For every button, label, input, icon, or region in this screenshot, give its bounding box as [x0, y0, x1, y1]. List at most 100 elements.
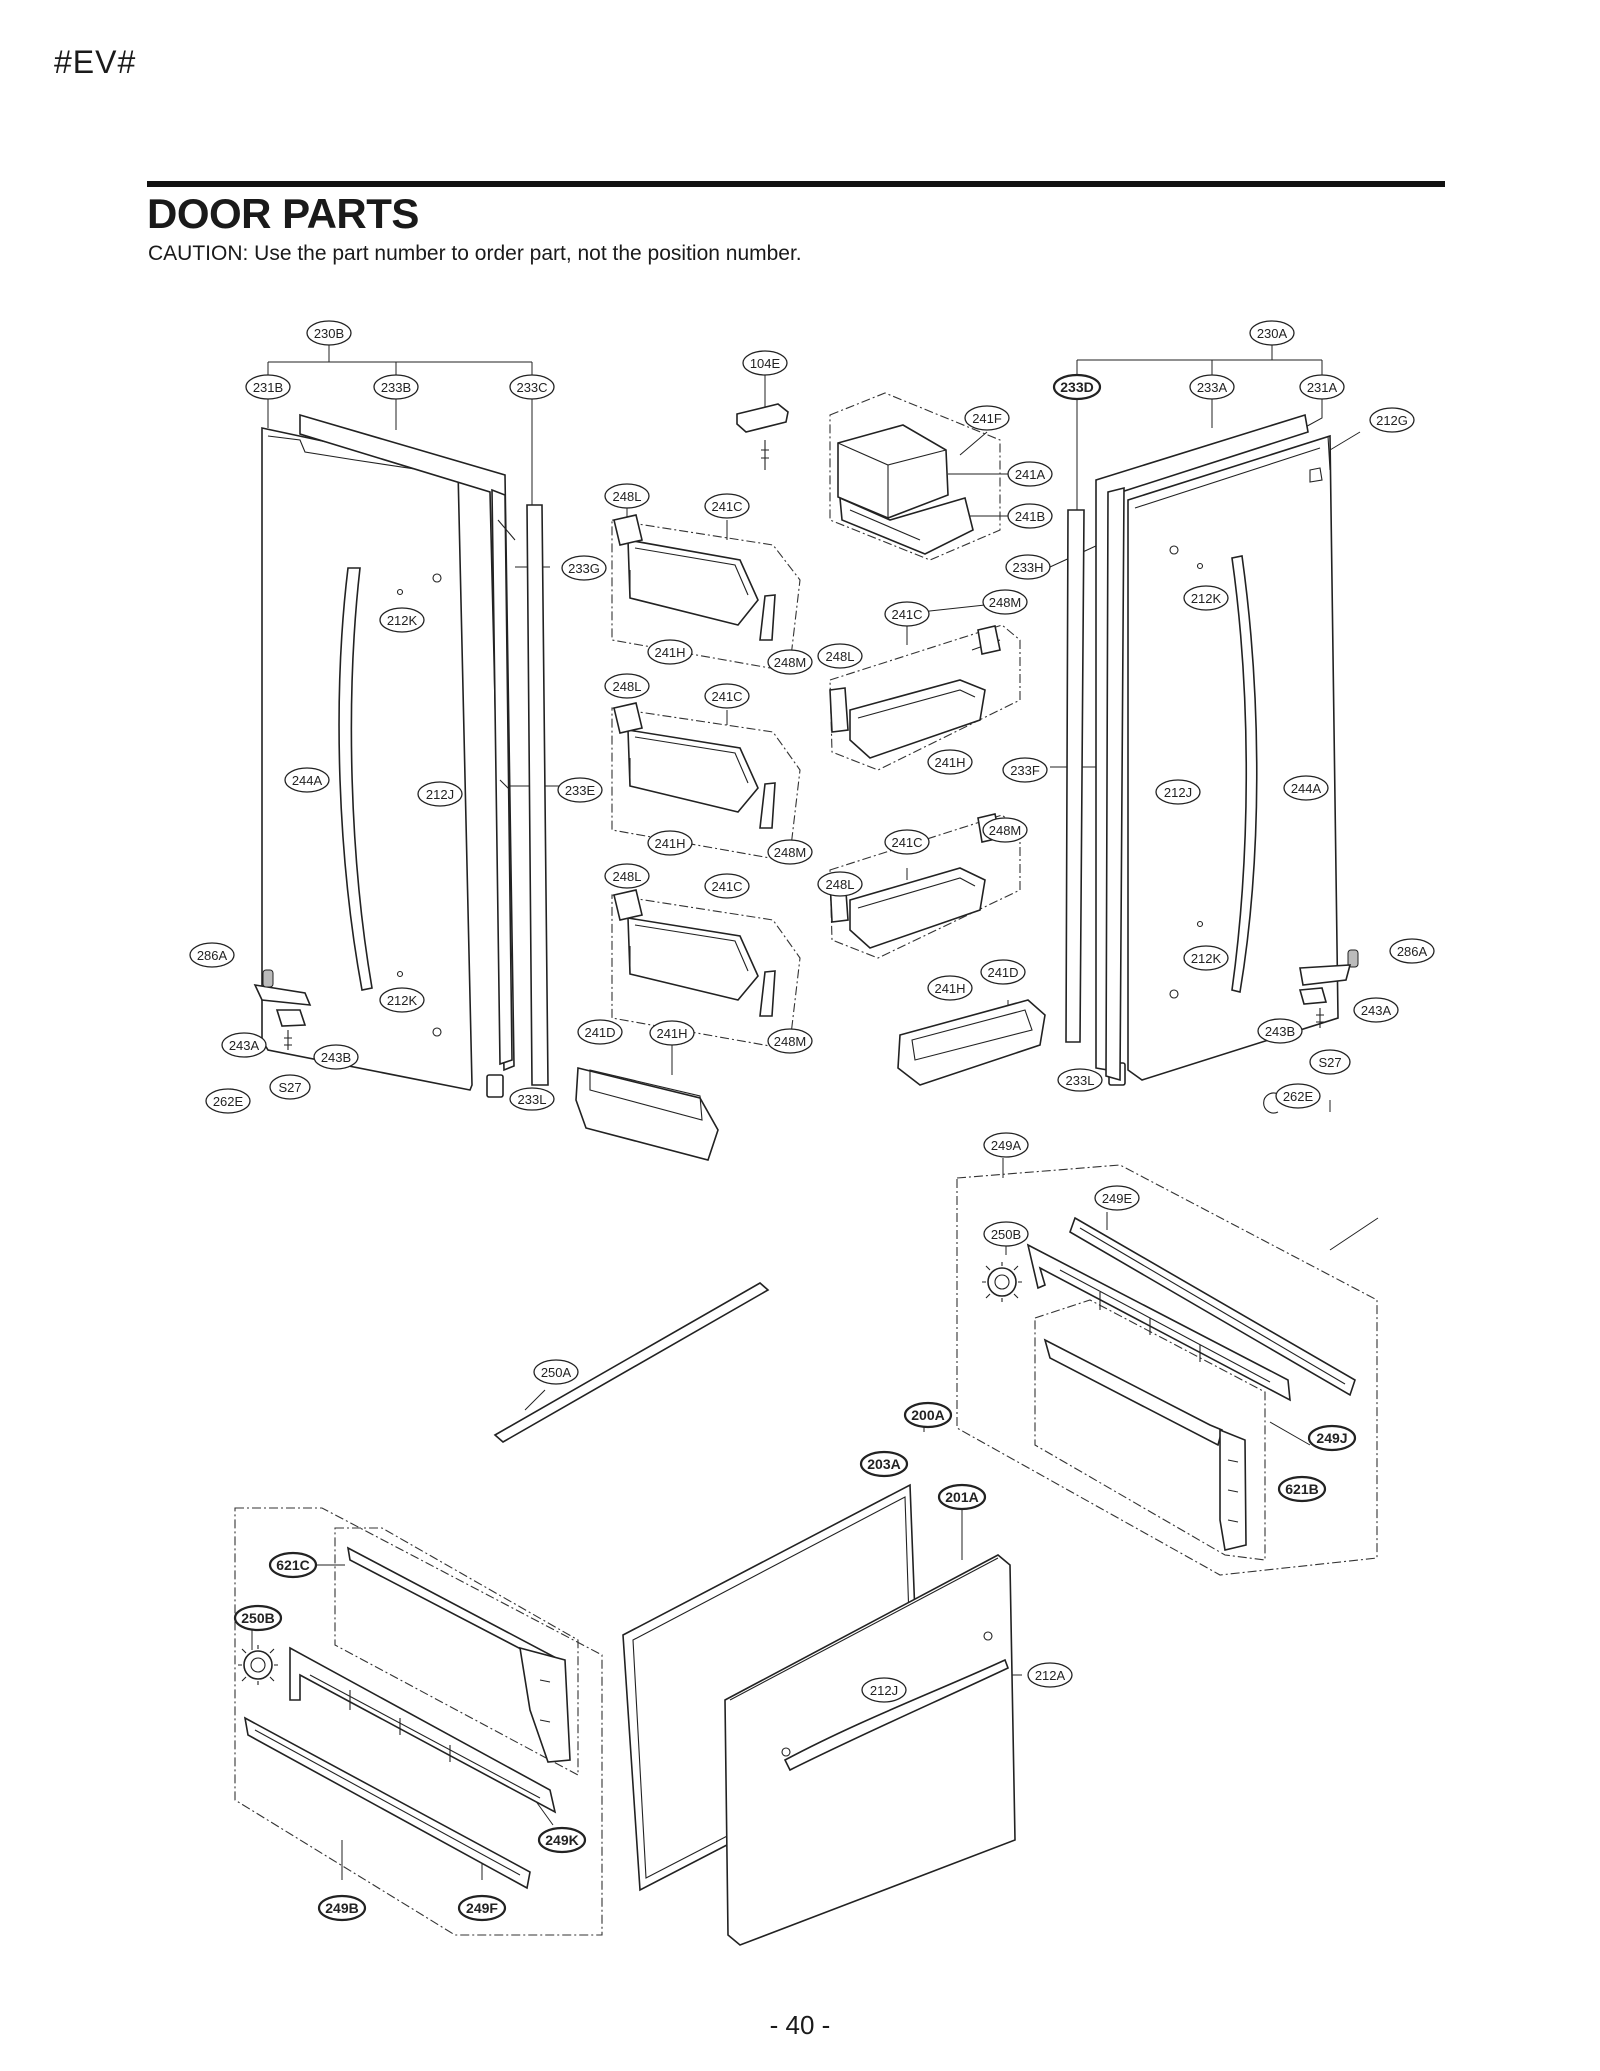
svg-text:104E: 104E	[750, 356, 781, 371]
svg-text:248L: 248L	[613, 679, 642, 694]
position-labels: 230B 231B 233B 233C 104E 241F 241A 241B …	[189, 320, 1435, 1922]
label-241c-1: 241C	[704, 493, 750, 519]
svg-text:243A: 243A	[229, 1038, 260, 1053]
svg-text:241C: 241C	[891, 607, 922, 622]
caution-note: CAUTION: Use the part number to order pa…	[148, 242, 802, 265]
svg-text:203A: 203A	[867, 1456, 900, 1472]
svg-text:243B: 243B	[1265, 1024, 1295, 1039]
svg-text:212A: 212A	[1035, 1668, 1066, 1683]
label-241c-4: 241C	[884, 829, 930, 855]
label-231a: 231A	[1299, 374, 1345, 400]
svg-text:241H: 241H	[934, 755, 965, 770]
page-number: - 40 -	[769, 2010, 831, 2040]
dairy-bin-241f	[837, 424, 974, 555]
svg-text:262E: 262E	[213, 1094, 244, 1109]
svg-text:212J: 212J	[426, 787, 454, 802]
svg-text:233L: 233L	[518, 1092, 547, 1107]
label-241c-2: 241C	[884, 601, 930, 627]
label-230b: 230B	[306, 320, 352, 346]
svg-text:233B: 233B	[381, 380, 411, 395]
label-203a: 203A	[859, 1450, 909, 1478]
label-250b-2: 250B	[233, 1604, 283, 1632]
label-233l-2: 233L	[1057, 1068, 1103, 1092]
svg-text:S27: S27	[1318, 1055, 1341, 1070]
label-233f: 233F	[1002, 757, 1048, 783]
svg-text:621C: 621C	[276, 1557, 309, 1573]
left-hinge	[225, 969, 312, 1110]
label-s27-1: S27	[269, 1074, 311, 1100]
svg-text:241C: 241C	[891, 835, 922, 850]
label-212k-4: 212K	[1183, 945, 1229, 971]
svg-text:231A: 231A	[1307, 380, 1338, 395]
svg-text:233G: 233G	[568, 561, 600, 576]
label-248m-2: 248M	[982, 589, 1028, 615]
label-241h-5: 241H	[649, 1020, 695, 1046]
svg-text:250B: 250B	[241, 1610, 274, 1626]
svg-text:249A: 249A	[991, 1138, 1022, 1153]
label-243b-2: 243B	[1257, 1018, 1303, 1044]
label-243a-2: 243A	[1353, 997, 1399, 1023]
label-s27-2: S27	[1309, 1049, 1351, 1075]
svg-text:249B: 249B	[325, 1900, 358, 1916]
svg-text:212K: 212K	[387, 993, 418, 1008]
svg-text:241C: 241C	[711, 499, 742, 514]
label-249e: 249E	[1094, 1185, 1140, 1211]
svg-text:243B: 243B	[321, 1050, 351, 1065]
label-212g: 212G	[1369, 407, 1415, 433]
svg-text:233A: 233A	[1197, 380, 1228, 395]
label-262e-1: 262E	[205, 1088, 251, 1114]
svg-text:241H: 241H	[654, 645, 685, 660]
svg-text:S27: S27	[278, 1080, 301, 1095]
label-286a-1: 286A	[189, 942, 235, 968]
label-233a: 233A	[1189, 374, 1235, 400]
label-249a: 249A	[983, 1132, 1029, 1158]
svg-text:212J: 212J	[870, 1683, 898, 1698]
svg-text:262E: 262E	[1283, 1089, 1314, 1104]
label-212j-2: 212J	[1155, 779, 1201, 805]
svg-text:241H: 241H	[654, 836, 685, 851]
svg-text:250A: 250A	[541, 1365, 572, 1380]
svg-text:248M: 248M	[774, 655, 807, 670]
svg-text:201A: 201A	[945, 1489, 978, 1505]
svg-text:248M: 248M	[774, 1034, 807, 1049]
label-231b: 231B	[245, 374, 291, 400]
label-212j-3: 212J	[861, 1677, 907, 1703]
right-door	[1065, 413, 1339, 1082]
svg-text:248M: 248M	[989, 823, 1022, 838]
svg-text:248M: 248M	[989, 595, 1022, 610]
svg-text:241H: 241H	[934, 981, 965, 996]
label-250b-1: 250B	[983, 1221, 1029, 1247]
label-233g: 233G	[561, 555, 607, 581]
svg-text:248L: 248L	[613, 489, 642, 504]
label-243b-1: 243B	[313, 1044, 359, 1070]
right-hinge	[1263, 949, 1359, 1114]
svg-text:286A: 286A	[1397, 944, 1428, 959]
label-244a-2: 244A	[1283, 775, 1329, 801]
rail-assembly-right	[982, 1216, 1356, 1551]
label-621c: 621C	[268, 1551, 318, 1579]
section-title: DOOR PARTS	[147, 190, 419, 237]
svg-text:249K: 249K	[545, 1832, 578, 1848]
label-241f: 241F	[964, 405, 1010, 431]
svg-text:244A: 244A	[1291, 781, 1322, 796]
svg-text:249J: 249J	[1316, 1430, 1347, 1446]
svg-text:212K: 212K	[387, 613, 418, 628]
svg-text:230B: 230B	[314, 326, 344, 341]
label-248m-5: 248M	[767, 1028, 813, 1054]
label-233e: 233E	[557, 777, 603, 803]
freezer-door	[622, 1483, 1016, 1946]
svg-text:250B: 250B	[991, 1227, 1021, 1242]
svg-text:233H: 233H	[1012, 560, 1043, 575]
label-233h: 233H	[1005, 554, 1051, 580]
label-241c-3: 241C	[704, 683, 750, 709]
svg-text:241F: 241F	[972, 411, 1002, 426]
door-bins-right	[829, 625, 1046, 1086]
label-200a: 200A	[903, 1401, 953, 1429]
label-230a: 230A	[1249, 320, 1295, 346]
svg-text:243A: 243A	[1361, 1003, 1392, 1018]
label-241h-2: 241H	[927, 749, 973, 775]
svg-text:200A: 200A	[911, 1407, 944, 1423]
label-212k-1: 212K	[379, 607, 425, 633]
label-212k-2: 212K	[1183, 585, 1229, 611]
label-248l-2: 248L	[817, 643, 863, 669]
